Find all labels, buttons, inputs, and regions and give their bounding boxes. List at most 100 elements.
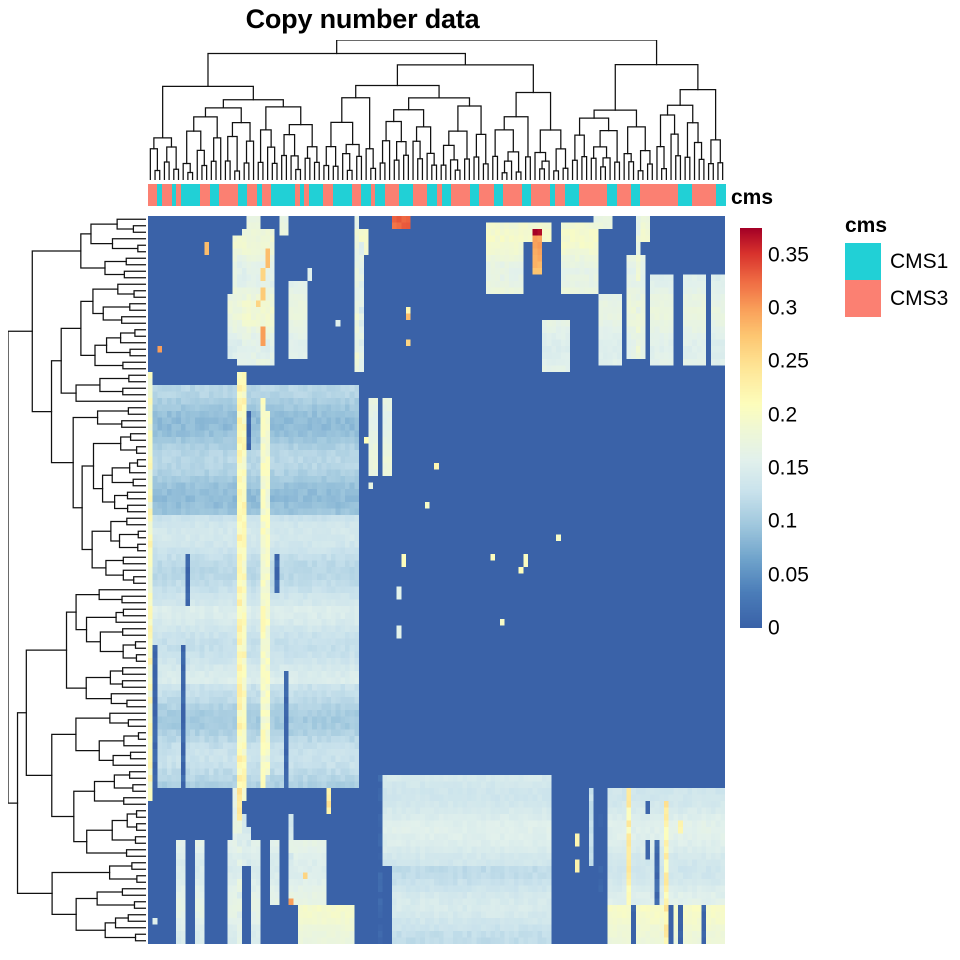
dendrogram-link (73, 790, 96, 843)
dendrogram-link (204, 107, 242, 124)
dendrogram-link (602, 157, 611, 180)
dendrogram-link (661, 168, 667, 180)
annotation-cell (308, 184, 314, 206)
colorbar-tick: 0.25 (768, 349, 809, 373)
dendrogram-link (85, 616, 117, 643)
dendrogram-link (85, 676, 112, 700)
annotation-cell (531, 184, 537, 206)
annotation-cell (181, 184, 186, 206)
colorbar-legend (740, 228, 762, 628)
annotation-cell (337, 184, 343, 206)
dendrogram-link (578, 117, 610, 136)
dendrogram-link (639, 150, 651, 172)
dendrogram-link (129, 303, 146, 311)
dendrogram-link (426, 152, 435, 180)
cms-legend-swatch (845, 243, 881, 280)
dendrogram-link (541, 160, 550, 180)
dendrogram-link (396, 141, 407, 161)
dendrogram-link (304, 157, 311, 180)
dendrogram-link (345, 143, 360, 157)
dendrogram-link (163, 161, 170, 180)
annotation-cell (162, 184, 167, 206)
annotation-cell (597, 184, 603, 206)
annotation-cell (299, 184, 305, 206)
dendrogram-link (112, 754, 146, 766)
dendrogram-link (122, 387, 146, 396)
annotation-cell (611, 184, 617, 206)
annotation-cell (574, 184, 579, 206)
dendrogram-link (154, 169, 161, 180)
annotation-cell (678, 184, 683, 206)
annotation-cell (474, 184, 480, 206)
dendrogram-link (125, 257, 146, 266)
dendrogram-link (75, 717, 111, 752)
dendrogram-link (131, 862, 146, 870)
dendrogram-link (637, 170, 644, 180)
dendrogram-link (129, 751, 146, 760)
annotation-cell (209, 184, 215, 206)
annotation-cell (720, 184, 726, 206)
dendrogram-link (166, 146, 177, 170)
dendrogram-link (325, 145, 337, 167)
dendrogram-link (99, 377, 130, 393)
dendrogram-link (137, 732, 146, 740)
dendrogram-link (31, 250, 82, 413)
annotation-cell (261, 184, 267, 206)
cms-legend-swatch (845, 280, 881, 317)
annotation-cell (294, 184, 300, 206)
dendrogram-link (134, 836, 146, 844)
annotation-cell (394, 184, 399, 206)
annotation-cell (649, 184, 655, 206)
annotation-cell (280, 184, 286, 206)
dendrogram-link (393, 159, 400, 180)
dendrogram-link (457, 105, 482, 136)
annotation-cell (716, 184, 721, 206)
dendrogram-link (224, 160, 231, 180)
dendrogram-link (403, 154, 409, 180)
annotation-cell (687, 184, 693, 206)
dendrogram-link (503, 116, 529, 158)
dendrogram-link (295, 168, 302, 180)
annotation-cell (252, 184, 257, 206)
dendrogram-link (614, 161, 621, 180)
annotation-cell (304, 184, 309, 206)
dendrogram-link (121, 595, 146, 604)
annotation-cell (559, 184, 565, 206)
annotation-cell (692, 184, 698, 206)
dendrogram-link (475, 133, 487, 165)
annotation-cell (701, 184, 707, 206)
dendrogram-link (341, 97, 371, 150)
dendrogram-link (98, 740, 125, 761)
dendrogram-link (105, 559, 124, 576)
annotation-cell (659, 184, 665, 206)
dendrogram-link (122, 361, 146, 370)
dendrogram-link (86, 829, 128, 854)
dendrogram-link (122, 569, 146, 581)
dendrogram-link (123, 270, 146, 279)
dendrogram-link (122, 556, 146, 565)
dendrogram-link (385, 120, 402, 143)
dendrogram-link (693, 141, 703, 180)
dendrogram-link (126, 699, 146, 708)
annotation-cell (484, 184, 489, 206)
dendrogram-link (234, 170, 241, 180)
dendrogram-link (128, 374, 146, 383)
annotation-cell (413, 184, 418, 206)
dendrogram-link (135, 810, 146, 818)
page-title: Copy number data (245, 4, 480, 34)
dendrogram-link (80, 233, 106, 269)
dendrogram-link (127, 914, 146, 922)
dendrogram-link (355, 84, 440, 99)
dendrogram-link (288, 123, 313, 148)
annotation-cell (607, 184, 612, 206)
dendrogram-link (259, 129, 272, 164)
dendrogram-link (396, 64, 534, 94)
dendrogram-link (290, 155, 299, 180)
annotation-cell (668, 184, 674, 206)
annotation-cell (645, 184, 650, 206)
annotation-cell (417, 184, 423, 206)
annotation-cell (361, 184, 366, 206)
annotation-cell (673, 184, 679, 206)
dendrogram-link (182, 162, 191, 180)
